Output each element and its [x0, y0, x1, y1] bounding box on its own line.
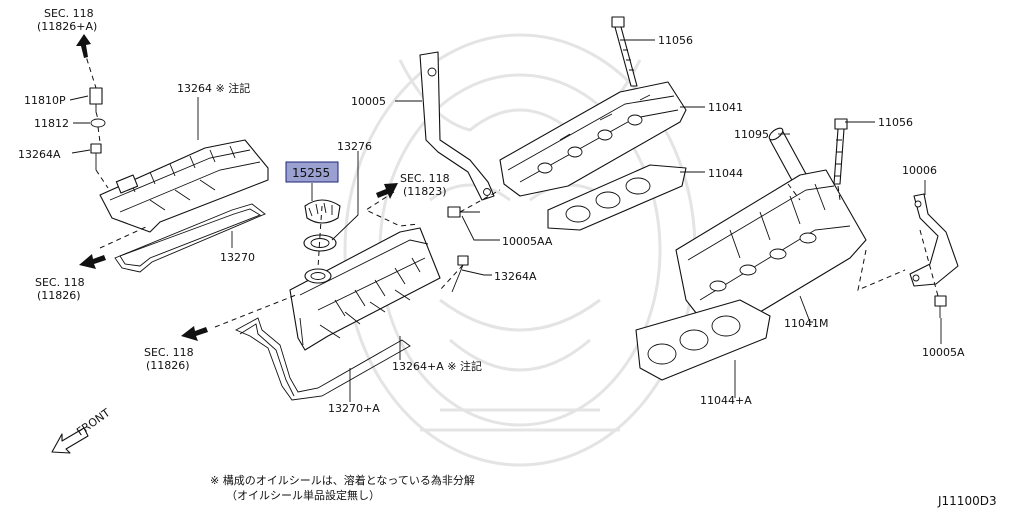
rocker-cover-left — [99, 139, 269, 233]
leader-lines — [69, 39, 942, 402]
label-11044[interactable]: 11044 — [708, 167, 743, 180]
label-11810p[interactable]: 11810P — [24, 94, 66, 107]
front-label: FRONT — [74, 406, 112, 438]
label-11095[interactable]: 11095 — [734, 128, 769, 141]
label-13264a-plus[interactable]: 13264+A ※ 注記 — [392, 359, 482, 373]
note-line-1: ※ 構成のオイルシールは、溶着となっている為非分解 — [210, 473, 475, 487]
rocker-cover-gasket-left — [114, 203, 266, 273]
oil-filler-cap-15255 — [304, 199, 341, 224]
sec-ref-center-line1[interactable]: SEC. 118 — [400, 172, 450, 185]
label-10005[interactable]: 10005 — [351, 95, 386, 108]
filler-neck — [304, 268, 332, 284]
bolt-11056-right — [833, 118, 848, 185]
label-13264a-left[interactable]: 13264A — [18, 148, 61, 161]
cylinder-head-11041 — [499, 81, 687, 197]
arrow-sec118-bottom — [181, 326, 208, 341]
bolt-10005aa — [447, 206, 480, 218]
o-ring-11812 — [90, 118, 106, 128]
arrow-sec118-center — [376, 183, 398, 199]
label-15255[interactable]: 15255 — [292, 166, 330, 180]
label-11041[interactable]: 11041 — [708, 101, 743, 114]
bracket-10005 — [419, 51, 495, 201]
head-gasket-11044a — [635, 299, 771, 381]
rocker-cover-center — [289, 227, 441, 351]
label-13264-top[interactable]: 13264 ※ 注記 — [177, 81, 250, 95]
label-10005a[interactable]: 10005A — [922, 346, 965, 359]
label-13264a-mid[interactable]: 13264A — [494, 270, 537, 283]
bolt-11056-top — [611, 16, 638, 87]
label-13270[interactable]: 13270 — [220, 251, 255, 264]
label-10006[interactable]: 10006 — [902, 164, 937, 177]
sec-ref-left-line2[interactable]: (11826) — [37, 289, 81, 302]
sec-ref-bottom-line2[interactable]: (11826) — [146, 359, 190, 372]
bolt-13264a-left — [90, 143, 102, 170]
label-11056-right[interactable]: 11056 — [878, 116, 913, 129]
sec-ref-bottom-line1[interactable]: SEC. 118 — [144, 346, 194, 359]
cylinder-head-11041m — [675, 169, 867, 319]
arrow-sec118-top-left — [76, 34, 91, 58]
sensor-11810p — [89, 87, 103, 112]
label-10005aa[interactable]: 10005AA — [502, 235, 553, 248]
label-11044a[interactable]: 11044+A — [700, 394, 752, 407]
head-gasket-11044 — [547, 164, 687, 231]
part-highlight-15255 — [285, 161, 339, 183]
note-line-2: （オイルシール単品設定無し） — [226, 488, 380, 502]
rocker-cover-gasket-center — [234, 317, 411, 401]
arrow-sec118-left — [79, 254, 106, 269]
sec-ref-top-left-line1[interactable]: SEC. 118 — [44, 7, 94, 20]
label-13276[interactable]: 13276 — [337, 140, 372, 153]
label-13270a[interactable]: 13270+A — [328, 402, 380, 415]
sec-ref-left-line1[interactable]: SEC. 118 — [35, 276, 85, 289]
bracket-10006 — [909, 193, 959, 287]
label-11041m[interactable]: 11041M — [784, 317, 828, 330]
sec-ref-top-left-line2[interactable]: (11826+A) — [37, 20, 97, 33]
bolt-10005a — [934, 295, 947, 318]
front-arrow-icon — [51, 427, 89, 454]
diagram-code: J11100D3 — [937, 494, 997, 508]
label-11812[interactable]: 11812 — [34, 117, 69, 130]
dashed-assembly-lines — [83, 49, 939, 328]
label-11056-top[interactable]: 11056 — [658, 34, 693, 47]
sec-ref-center-line2[interactable]: (11823) — [403, 185, 447, 198]
